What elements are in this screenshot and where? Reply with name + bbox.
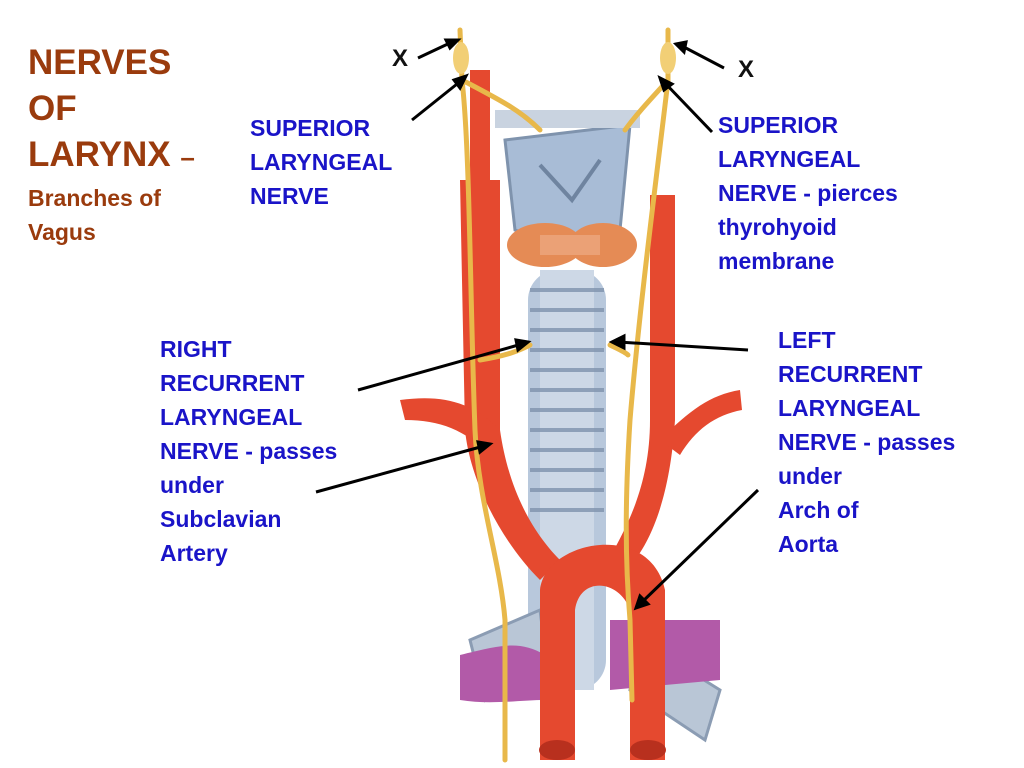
label-line: Subclavian: [160, 506, 282, 532]
label-line: SUPERIOR: [718, 112, 839, 138]
label-line: NERVE - pierces: [718, 180, 898, 206]
label-line: LARYNGEAL: [718, 146, 861, 172]
ganglia: [453, 42, 676, 74]
pointer-x-left-head: [443, 38, 462, 51]
label-line: Arch of: [778, 497, 859, 523]
arteries: [400, 70, 742, 760]
pointer-aortic-arch-head: [633, 593, 651, 611]
pointer-x-right-head: [672, 40, 688, 56]
pointer-superior-left: [411, 78, 463, 122]
label-line: NERVE - passes: [160, 438, 338, 464]
label-line: Artery: [160, 540, 228, 566]
x-mark-right: X: [738, 56, 755, 83]
pointer-right-recurrent-upper: [357, 342, 523, 392]
title-line-1: NERVES: [28, 43, 172, 82]
label-line: under: [160, 472, 224, 498]
thyroid-gland: [507, 223, 637, 267]
subtitle-line-2: Vagus: [28, 219, 96, 245]
label-line: RECURRENT: [160, 370, 305, 396]
pointer-aortic-arch: [638, 488, 760, 606]
label-superior-laryngeal-right: SUPERIOR LARYNGEAL NERVE - pierces thyro…: [718, 108, 898, 278]
label-line: LARYNGEAL: [160, 404, 303, 430]
label-line: SUPERIOR: [250, 115, 371, 141]
pointer-left-recurrent-head: [608, 333, 626, 351]
title-line-3: LARYNX –: [28, 132, 238, 180]
subtitle-line-1: Branches of: [28, 185, 161, 211]
label-line: membrane: [718, 248, 835, 274]
label-line: NERVE - passes: [778, 429, 956, 455]
pointer-superior-left-head: [451, 73, 469, 91]
pointer-left-recurrent: [617, 340, 749, 352]
label-line: NERVE: [250, 183, 329, 209]
label-superior-laryngeal-left: SUPERIOR LARYNGEAL NERVE: [250, 111, 392, 213]
label-line: LEFT: [778, 327, 836, 353]
x-mark-left: X: [392, 45, 409, 72]
pointer-x-left: [417, 40, 453, 60]
title-larynx: LARYNX: [28, 135, 171, 174]
label-line: thyrohyoid: [718, 214, 837, 240]
label-right-recurrent-laryngeal: RIGHT RECURRENT LARYNGEAL NERVE - passes…: [160, 332, 337, 570]
pointer-lines: [315, 38, 760, 611]
pointer-x-right: [681, 44, 725, 70]
label-line: LARYNGEAL: [250, 149, 393, 175]
title-dash: –: [180, 142, 195, 172]
pointer-right-recurrent-upper-head: [514, 338, 532, 353]
title-line-2: OF: [28, 89, 77, 128]
nerves: [457, 27, 671, 763]
label-line: RECURRENT: [778, 361, 923, 387]
slide-title: NERVES OF LARYNX – Branches of Vagus: [28, 40, 238, 248]
pointer-right-recurrent-lower-head: [476, 440, 494, 455]
pointer-superior-right: [662, 80, 714, 134]
label-line: LARYNGEAL: [778, 395, 921, 421]
label-line: Aorta: [778, 531, 839, 557]
pointer-superior-right-head: [657, 75, 675, 93]
label-line: RIGHT: [160, 336, 232, 362]
pointer-right-recurrent-lower: [315, 444, 485, 494]
label-left-recurrent-laryngeal: LEFT RECURRENT LARYNGEAL NERVE - passes …: [778, 323, 955, 561]
label-line: under: [778, 463, 842, 489]
